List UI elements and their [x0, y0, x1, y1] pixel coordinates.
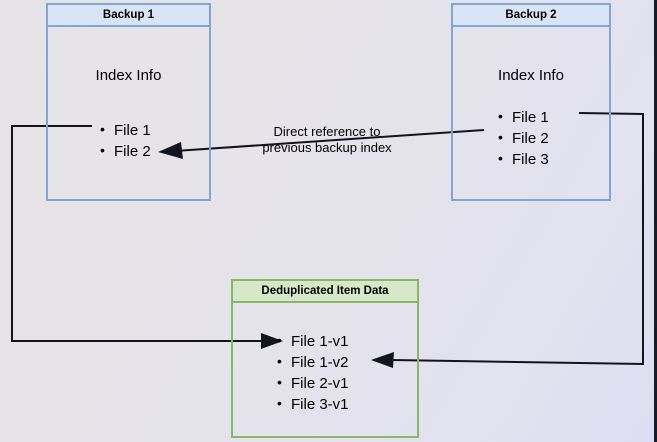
node-dedup: Deduplicated Item Data File 1-v1 File 1-… — [231, 279, 419, 438]
node-backup1-header: Backup 1 — [48, 5, 209, 27]
node-dedup-body: File 1-v1 File 1-v2 File 2-v1 File 3-v1 — [233, 303, 417, 436]
node-backup1-body: Index Info File 1 File 2 — [48, 27, 209, 199]
node-backup1: Backup 1 Index Info File 1 File 2 — [46, 3, 211, 201]
list-item: File 3-v1 — [275, 393, 349, 415]
node-backup2: Backup 2 Index Info File 1 File 2 File 3 — [451, 3, 611, 201]
node-backup2-header: Backup 2 — [453, 5, 609, 27]
list-item: File 2 — [496, 127, 549, 149]
list-item: File 2 — [98, 140, 151, 162]
node-backup2-body: Index Info File 1 File 2 File 3 — [453, 27, 609, 199]
list-item: File 1 — [98, 119, 151, 141]
list-item: File 1-v2 — [275, 351, 349, 373]
node-backup2-subtitle: Index Info — [498, 67, 564, 84]
list-item: File 3 — [496, 148, 549, 170]
node-dedup-header: Deduplicated Item Data — [233, 281, 417, 303]
node-backup1-subtitle: Index Info — [95, 67, 162, 84]
node-backup2-item-list: File 1 File 2 File 3 — [496, 106, 549, 170]
canvas-right-edge — [654, 0, 657, 442]
node-dedup-item-list: File 1-v1 File 1-v2 File 2-v1 File 3-v1 — [275, 330, 349, 415]
annotation-direct-reference: Direct reference to previous backup inde… — [262, 124, 392, 155]
node-backup1-item-list: File 1 File 2 — [98, 119, 151, 162]
list-item: File 1 — [496, 106, 549, 128]
list-item: File 1-v1 — [275, 330, 349, 352]
list-item: File 2-v1 — [275, 372, 349, 394]
